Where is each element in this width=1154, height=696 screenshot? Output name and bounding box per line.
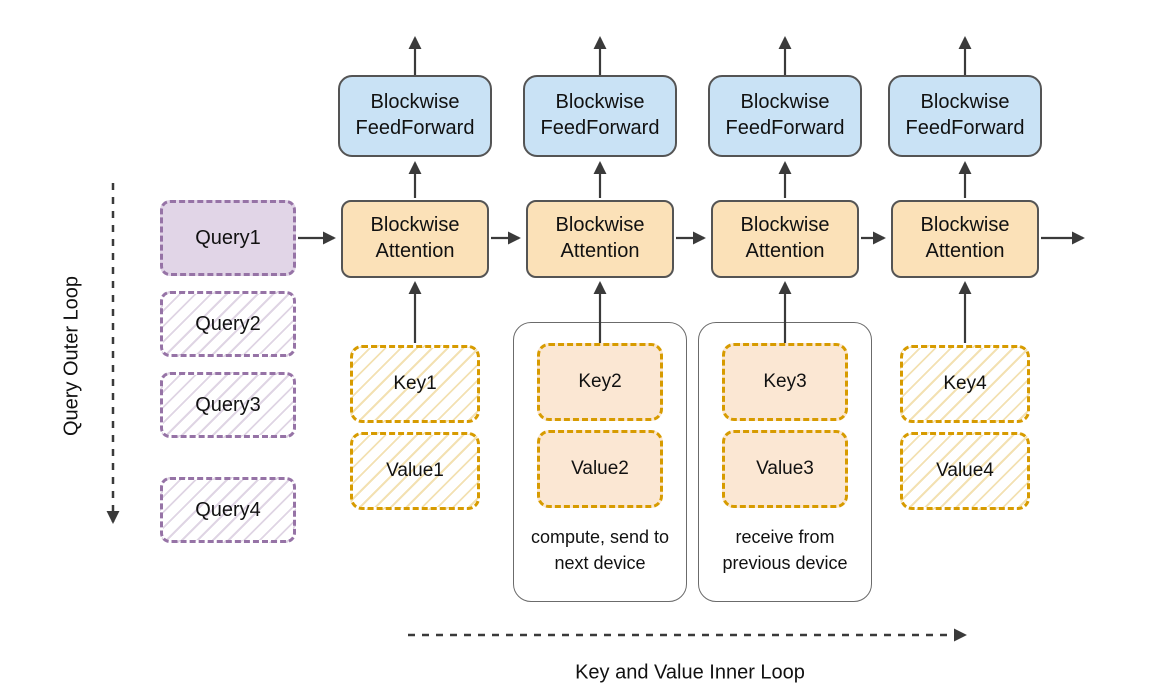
- query-box-4: Query4: [160, 477, 296, 543]
- attention-box-4: Blockwise Attention: [891, 200, 1039, 278]
- key-box-4: Key4: [900, 345, 1030, 423]
- attention-box-2: Blockwise Attention: [526, 200, 674, 278]
- compute-send-caption: compute, send to next device: [530, 527, 670, 574]
- feedforward-box-1: Blockwise FeedForward: [338, 75, 492, 157]
- feedforward-box-4: Blockwise FeedForward: [888, 75, 1042, 157]
- value-box-4: Value4: [900, 432, 1030, 510]
- attention-box-3: Blockwise Attention: [711, 200, 859, 278]
- query-box-1: Query1: [160, 200, 296, 276]
- query-outer-loop-label: Query Outer Loop: [60, 275, 83, 437]
- value-box-2: Value2: [537, 430, 663, 508]
- kv-inner-loop-label: Key and Value Inner Loop: [575, 661, 805, 684]
- query-box-2: Query2: [160, 291, 296, 357]
- key-box-2: Key2: [537, 343, 663, 421]
- key-box-3: Key3: [722, 343, 848, 421]
- attention-box-1: Blockwise Attention: [341, 200, 489, 278]
- receive-caption: receive from previous device: [722, 527, 848, 574]
- value-box-3: Value3: [722, 430, 848, 508]
- feedforward-box-2: Blockwise FeedForward: [523, 75, 677, 157]
- feedforward-box-3: Blockwise FeedForward: [708, 75, 862, 157]
- key-box-1: Key1: [350, 345, 480, 423]
- value-box-1: Value1: [350, 432, 480, 510]
- query-box-3: Query3: [160, 372, 296, 438]
